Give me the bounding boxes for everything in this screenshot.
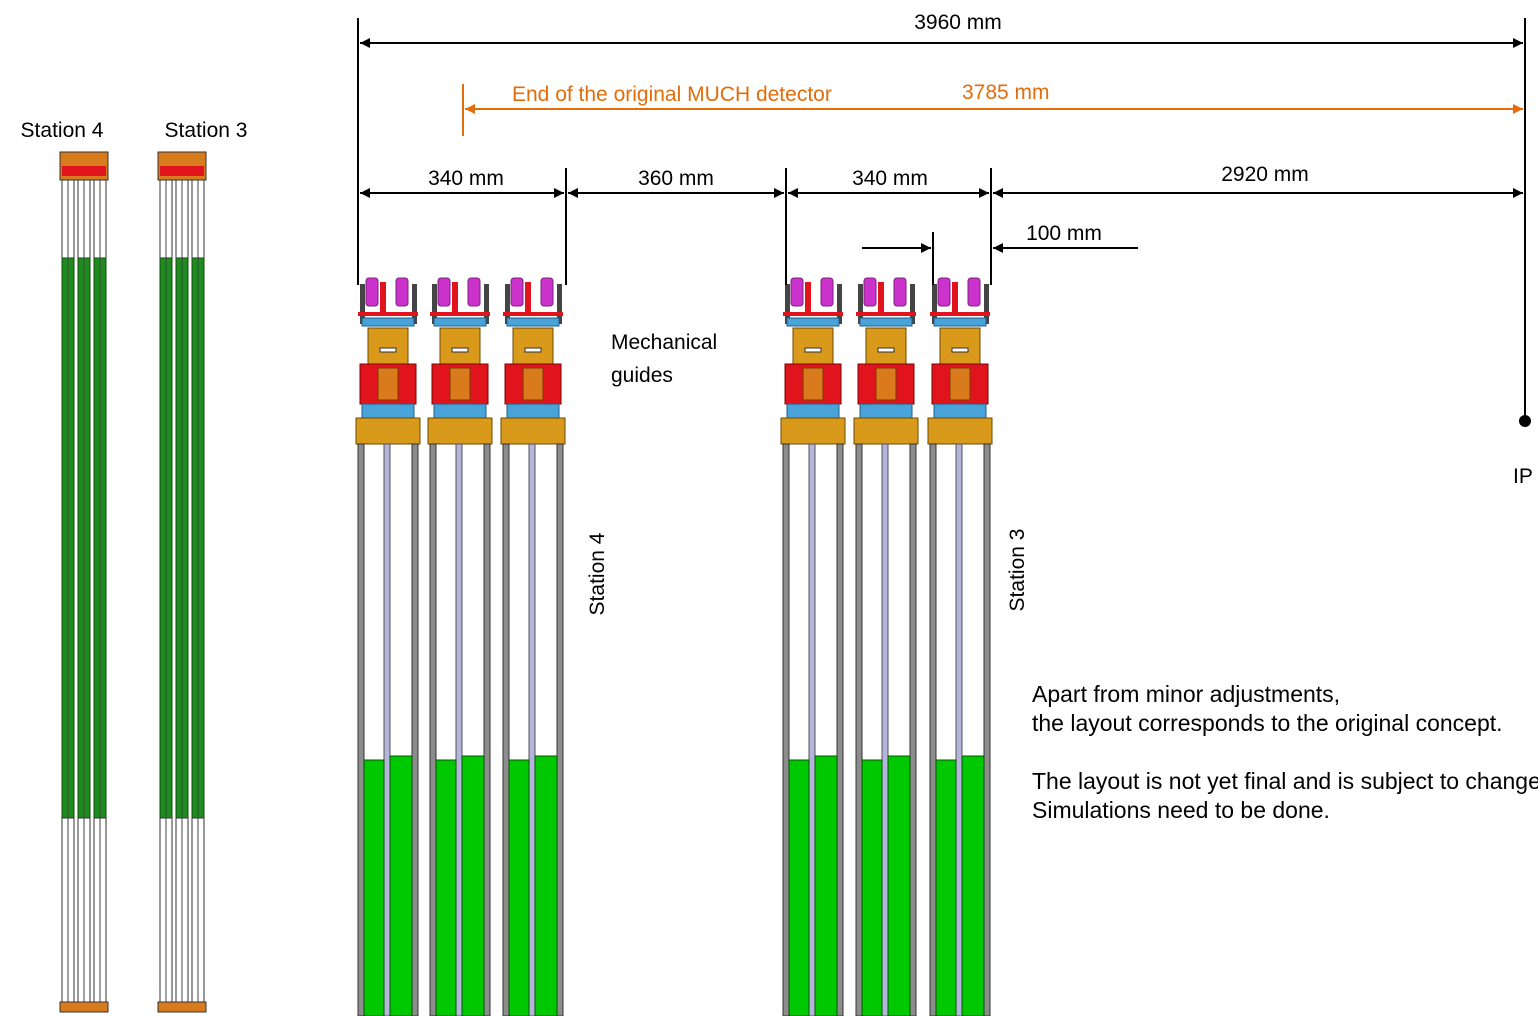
station4-modules [355, 277, 566, 1016]
station3-vertical-label: Station 3 [1006, 529, 1029, 612]
detector-module [780, 277, 846, 1016]
much-value-label: 3785 mm [962, 81, 1050, 104]
note-line-3: The layout is not yet final and is subje… [1032, 768, 1538, 794]
layout-note: Apart from minor adjustments, the layout… [1032, 680, 1538, 825]
mechanical-guides-line2: guides [611, 364, 673, 387]
note-line-2: the layout corresponds to the original c… [1032, 710, 1503, 736]
note-line-4: Simulations need to be done. [1032, 797, 1330, 823]
station4-vertical-label: Station 4 [586, 532, 609, 615]
dimension-to-ip-label: 2920 mm [1221, 163, 1309, 186]
note-line-1: Apart from minor adjustments, [1032, 681, 1341, 707]
station4-thumbnail [59, 151, 109, 1013]
dimension-total-label: 3960 mm [914, 11, 1002, 34]
much-end-label: End of the original MUCH detector [512, 83, 832, 106]
ip-label: IP [1513, 465, 1533, 488]
reference-lines [357, 18, 1526, 420]
dimension-station4-label: 340 mm [428, 167, 504, 190]
detector-module [427, 277, 493, 1016]
detector-module [927, 277, 993, 1016]
thumbnail-label-station4: Station 4 [21, 119, 104, 142]
detector-module [500, 277, 566, 1016]
mechanical-guides-label: Mechanical guides [611, 331, 723, 387]
detector-module [853, 277, 919, 1016]
dimension-gap-label: 360 mm [638, 167, 714, 190]
ip-marker [1519, 415, 1531, 427]
station3-modules [780, 277, 993, 1016]
mechanical-guides-line1: Mechanical [611, 331, 717, 354]
thumbnail-label-station3: Station 3 [165, 119, 248, 142]
dimension-spacing-label: 100 mm [1026, 222, 1102, 245]
station3-thumbnail [157, 151, 207, 1013]
dimension-station3-label: 340 mm [852, 167, 928, 190]
detector-module [355, 277, 421, 1016]
